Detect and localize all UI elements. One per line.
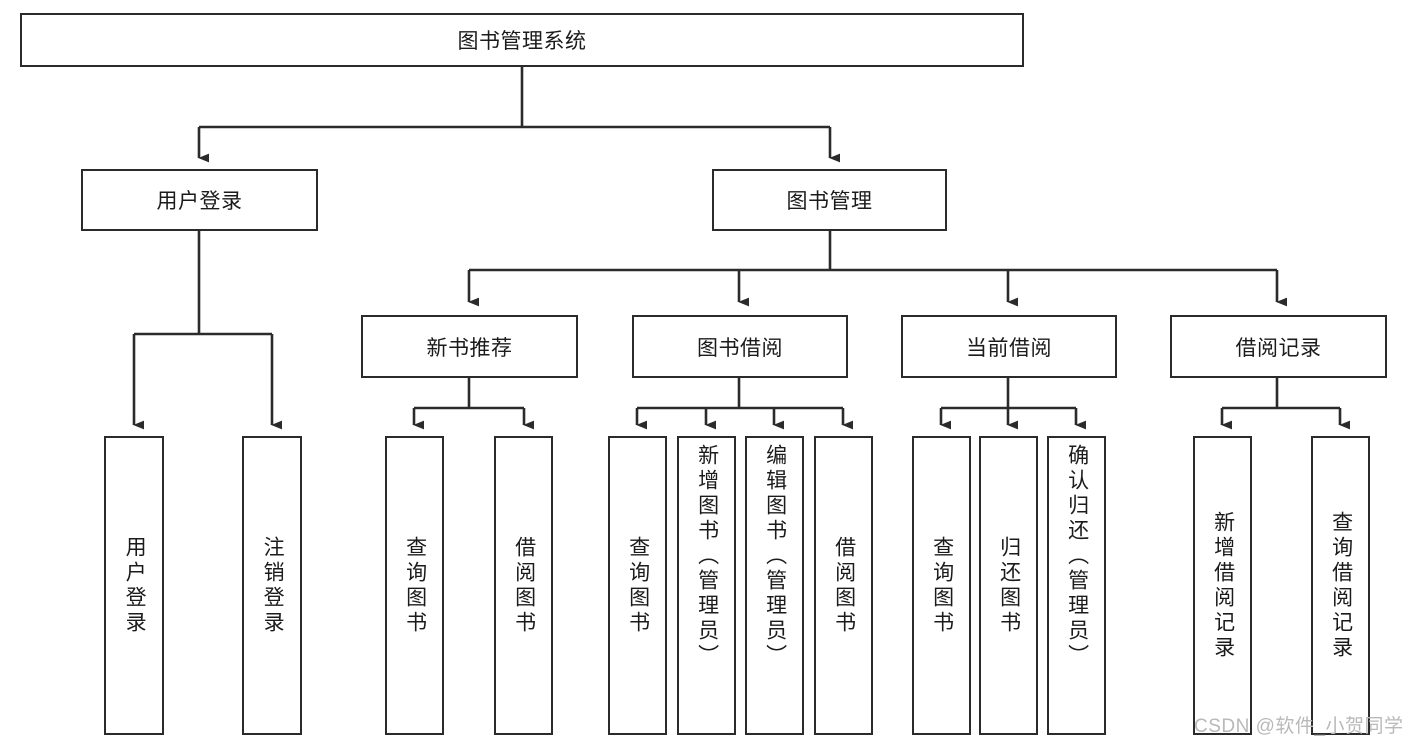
node-label: 查询借阅记录	[1329, 510, 1353, 661]
watermark-text: CSDN @软件_小贺同学	[1194, 716, 1404, 737]
leaf-user-login-logout[interactable]: 注销登录	[242, 436, 302, 735]
leaf-current-return-book[interactable]: 归还图书	[979, 436, 1038, 735]
node-label: 确认归还（管理员）	[1065, 444, 1089, 669]
node-label: 图书管理系统	[457, 30, 587, 53]
leaf-record-query-borrow-record[interactable]: 查询借阅记录	[1311, 436, 1370, 735]
node-label: 用户登录	[123, 535, 147, 636]
node-label: 当前借阅	[966, 336, 1052, 360]
node-label: 查询图书	[930, 535, 954, 636]
leaf-recommend-borrow-book[interactable]: 借阅图书	[494, 436, 553, 735]
node-label: 查询图书	[403, 535, 427, 636]
node-label: 查询图书	[626, 535, 650, 636]
node-label: 新书推荐	[426, 336, 513, 360]
node-book-management[interactable]: 图书管理	[712, 169, 947, 231]
leaf-recommend-query-book[interactable]: 查询图书	[385, 436, 444, 735]
leaf-borrow-edit-book-admin[interactable]: 编辑图书（管理员）	[745, 436, 804, 735]
leaf-borrow-query-book[interactable]: 查询图书	[608, 436, 667, 735]
leaf-current-confirm-return-admin[interactable]: 确认归还（管理员）	[1047, 436, 1106, 735]
leaf-user-login-login[interactable]: 用户登录	[104, 436, 164, 735]
node-current-borrow[interactable]: 当前借阅	[901, 315, 1117, 378]
node-label: 新增借阅记录	[1211, 510, 1235, 661]
node-book-borrow[interactable]: 图书借阅	[632, 315, 848, 378]
node-label: 借阅记录	[1235, 336, 1322, 360]
node-label: 用户登录	[156, 190, 243, 213]
leaf-record-add-borrow-record[interactable]: 新增借阅记录	[1193, 436, 1252, 735]
node-new-book-recommend[interactable]: 新书推荐	[361, 315, 578, 378]
node-user-login[interactable]: 用户登录	[81, 169, 318, 231]
leaf-borrow-borrow-book[interactable]: 借阅图书	[814, 436, 873, 735]
node-record-borrow[interactable]: 借阅记录	[1170, 315, 1387, 378]
leaf-current-query-book[interactable]: 查询图书	[912, 436, 971, 735]
node-label: 借阅图书	[832, 535, 856, 636]
leaf-borrow-add-book-admin[interactable]: 新增图书（管理员）	[677, 436, 736, 735]
node-label: 注销登录	[261, 535, 285, 636]
node-label: 借阅图书	[512, 535, 536, 636]
node-label: 新增图书（管理员）	[695, 444, 719, 669]
node-label: 编辑图书（管理员）	[763, 444, 787, 669]
node-label: 图书管理	[786, 190, 873, 213]
node-root-book-management-system[interactable]: 图书管理系统	[20, 13, 1024, 67]
node-label: 归还图书	[997, 535, 1021, 636]
node-label: 图书借阅	[697, 336, 783, 360]
